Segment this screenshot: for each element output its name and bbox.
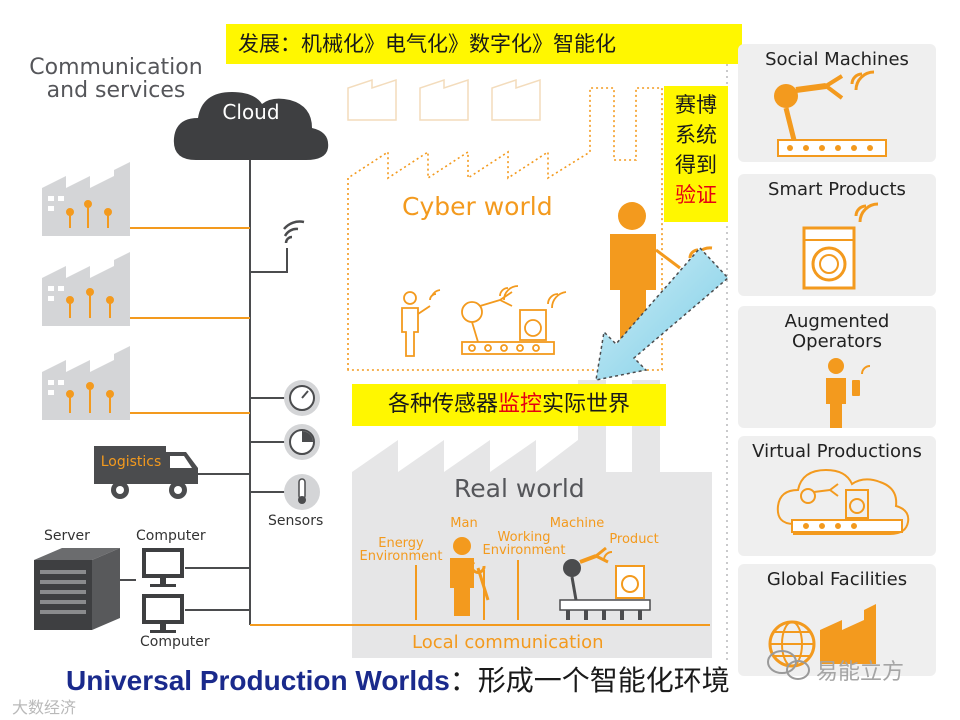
bottom-caption: Universal Production Worlds：形成一个智能化环境: [66, 662, 846, 700]
logistics-truck-icon: [94, 446, 198, 499]
pressure-gauge-icon: [284, 380, 320, 416]
communication-services-title: Communication and services: [29, 55, 203, 103]
validation-arrow-icon: [595, 246, 730, 381]
thermometer-icon: [284, 474, 320, 510]
machine-label: Machine: [549, 516, 605, 531]
callout-line-3: 得到: [675, 153, 717, 177]
wifi-branch-line: [250, 248, 288, 273]
logistics-label: Logistics: [100, 454, 162, 470]
panel-virtual-productions: Virtual Productions: [738, 436, 936, 556]
real-robot-line-icon: [559, 546, 651, 620]
banner-sensors-part1: 各种传感器: [387, 392, 498, 417]
real-world-label: Real world: [454, 474, 585, 503]
cyber-operator-icon: [401, 289, 441, 357]
cyber-world-label: Cyber world: [402, 192, 553, 221]
callout-line-1: 赛博: [675, 93, 717, 117]
caption-chinese: ：形成一个智能化环境: [449, 664, 730, 697]
computer-monitor-icon: [142, 548, 184, 633]
watermark-bottom-left: 大数经济: [12, 698, 77, 717]
product-label: Product: [609, 532, 659, 547]
panel-label-virtual-productions: Virtual Productions: [752, 441, 922, 462]
wifi-signal-icon: [283, 220, 305, 244]
panel-augmented-operators: Augmented Operators: [738, 306, 936, 428]
banner-development-path: 发展：机械化》电气化》数字化》智能化: [226, 24, 742, 64]
man-label: Man: [450, 516, 478, 531]
real-world-markers: [415, 560, 519, 620]
cyber-robot-arm-icon: [461, 285, 567, 355]
timer-gauge-icon: [284, 424, 320, 460]
real-worker-icon: [450, 537, 474, 616]
computer-label-top: Computer: [136, 528, 206, 544]
caption-english: Universal Production Worlds: [66, 665, 450, 696]
server-label: Server: [44, 528, 90, 544]
panel-label-social-machines: Social Machines: [765, 49, 909, 70]
panel-label-smart-products: Smart Products: [768, 179, 906, 200]
cloud-label: Cloud: [222, 100, 280, 124]
local-communication-label: Local communication: [412, 632, 604, 653]
panel-label-augmented-operators: Augmented Operators: [784, 311, 890, 352]
banner-sensors-part2: 实际世界: [542, 392, 631, 417]
banner-sensors-monitor: 各种传感器监控实际世界: [352, 384, 666, 426]
server-icon: [34, 548, 120, 630]
faint-factories-icon: [347, 78, 541, 121]
callout-line-2: 系统: [675, 123, 717, 147]
working-environment-label: Working Environment: [482, 530, 566, 558]
panel-smart-products: Smart Products: [738, 174, 936, 296]
cloud-shape: [173, 92, 329, 160]
panel-label-global-facilities: Global Facilities: [766, 569, 908, 590]
cyber-world-outline: [347, 87, 663, 371]
callout-cyber-validated: 赛博 系统 得到 验证: [664, 86, 728, 222]
sensors-label: Sensors: [268, 513, 324, 529]
energy-environment-label: Energy Environment: [359, 536, 443, 564]
watermark-right: 易能立方: [816, 660, 905, 685]
panel-social-machines: Social Machines: [738, 44, 936, 162]
computer-label-bottom: Computer: [140, 634, 210, 650]
callout-line-4: 验证: [675, 183, 717, 207]
wrench-icon: [470, 560, 490, 601]
banner-sensors-highlight: 监控: [497, 392, 542, 417]
